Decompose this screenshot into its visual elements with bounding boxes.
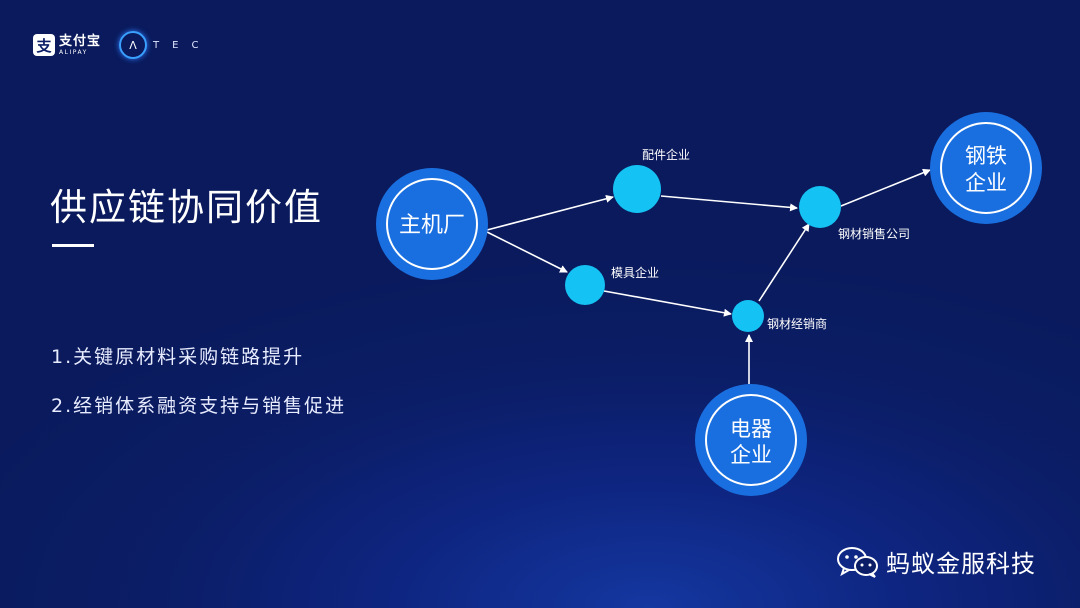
node-electrical-label-1: 电器 [730, 417, 772, 441]
node-mold-label: 模具企业 [611, 265, 659, 280]
point-2: 2.经销体系融资支持与销售促进 [51, 395, 347, 417]
wechat-icon [837, 546, 878, 578]
edge-steel-sales-to-steel [840, 168, 931, 207]
alipay-logo-icon: 支 [33, 34, 55, 56]
page-title: 供应链协同价值 [50, 186, 323, 229]
node-electrical-label-2: 企业 [730, 443, 772, 467]
watermark-text: 蚂蚁金服科技 [886, 550, 1036, 578]
node-steel: 钢铁 企业 [930, 112, 1042, 224]
atec-logo: Λ TEC [119, 31, 211, 59]
node-electrical: 电器 企业 [695, 384, 807, 496]
node-main-factory-label: 主机厂 [399, 213, 465, 238]
edge-mold-to-steel-dealer [603, 290, 732, 317]
node-steel-dealer [732, 300, 764, 332]
node-mold [565, 265, 605, 305]
watermark: 蚂蚁金服科技 [836, 544, 1036, 579]
node-main-factory: 主机厂 [376, 168, 488, 280]
node-steel-label-2: 企业 [965, 171, 1007, 195]
node-steel-sales-label: 钢材销售公司 [838, 226, 910, 241]
edge-steel-dealer-to-steel-sales [758, 223, 810, 302]
alipay-cn-text: 支付宝 [59, 33, 102, 49]
header-logos: 支 支付宝 ALIPAY Λ TEC [33, 30, 211, 60]
alipay-en-text: ALIPAY [59, 48, 88, 56]
node-parts [613, 165, 661, 213]
title-underline [52, 244, 94, 247]
node-steel-label-1: 钢铁 [965, 144, 1007, 168]
node-steel-sales [799, 186, 841, 228]
edge-parts-to-steel-sales [660, 195, 798, 212]
edge-main-to-mold [486, 231, 568, 273]
point-1: 1.关键原材料采购链路提升 [51, 346, 305, 368]
node-steel-dealer-label: 钢材经销商 [767, 316, 827, 331]
alipay-wordmark: 支付宝 ALIPAY [59, 35, 101, 56]
atec-ring-icon: Λ [119, 31, 148, 59]
atec-letters: TEC [153, 39, 212, 51]
node-parts-label: 配件企业 [642, 147, 690, 162]
edge-main-to-parts [486, 194, 614, 231]
